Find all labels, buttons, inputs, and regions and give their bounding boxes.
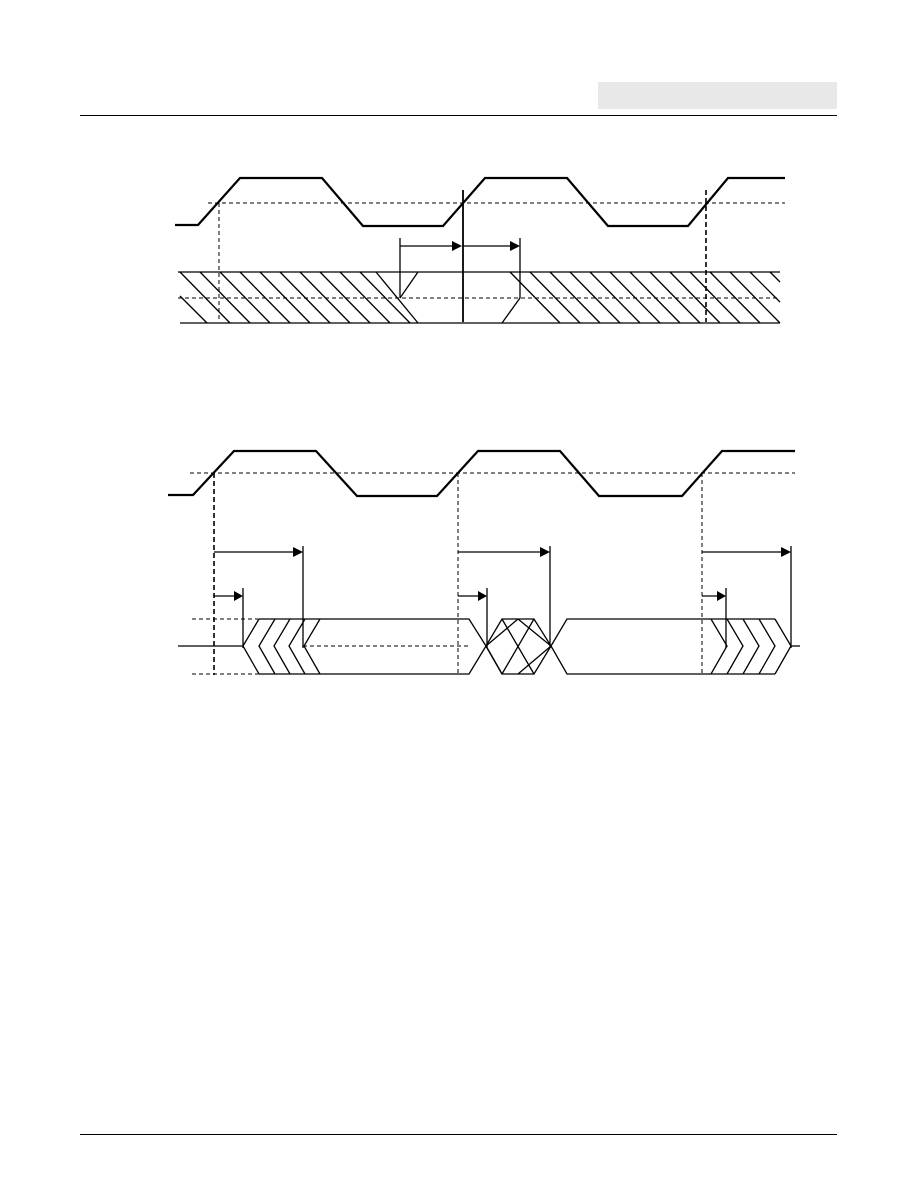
output-delay-arrow-2	[458, 546, 551, 648]
output-data-waveform	[178, 618, 800, 675]
data-invalid-hatch-right	[501, 271, 781, 324]
output-delay-arrow-3	[702, 546, 792, 648]
output-hold-arrow-2	[458, 588, 488, 648]
hold-time-arrow	[463, 238, 521, 298]
clock-waveform	[175, 176, 785, 228]
setup-time-arrow	[399, 238, 462, 298]
output-hold-arrow-1	[214, 588, 244, 648]
data-bus-waveform	[178, 271, 781, 324]
setup-hold-timing-diagram	[175, 176, 785, 324]
header-title-box	[598, 82, 837, 109]
footer-rule	[80, 1134, 837, 1135]
header-rule	[80, 115, 837, 116]
output-hold-arrow-3	[702, 588, 727, 648]
data-invalid-hatch-left	[179, 271, 419, 324]
output-delay-arrow-1	[214, 546, 304, 648]
output-valid-timing-diagram	[168, 449, 800, 675]
